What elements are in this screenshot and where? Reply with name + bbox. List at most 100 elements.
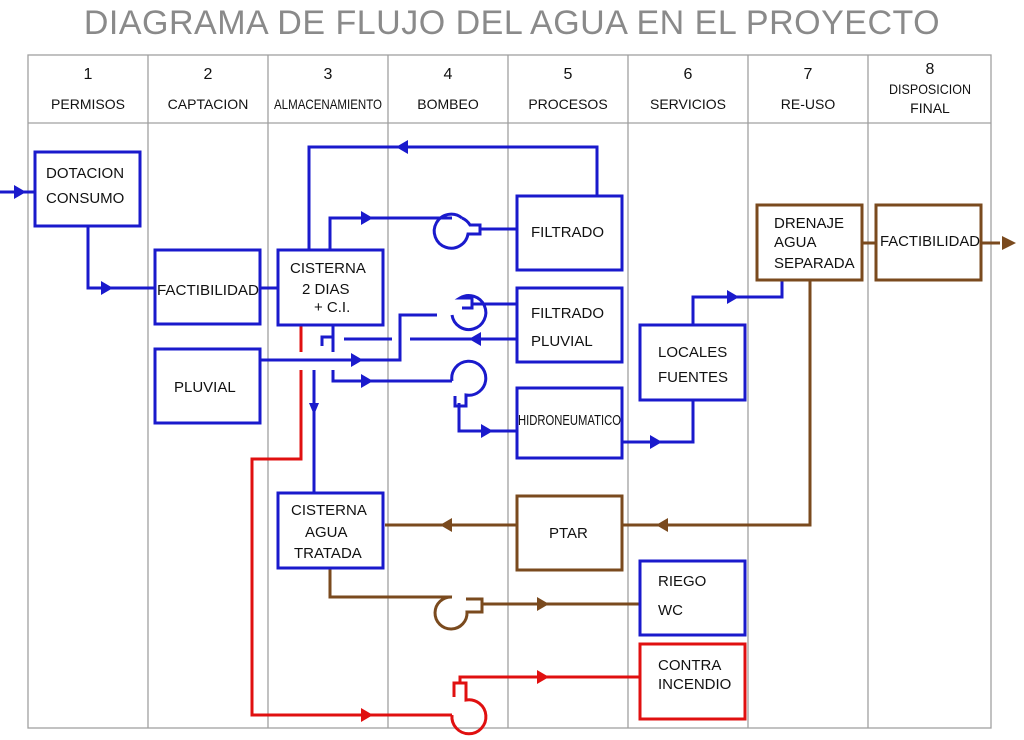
node-box-dotacion[interactable] xyxy=(33,150,142,228)
column-number: 3 xyxy=(324,66,333,83)
node-box-hidroneumatico[interactable] xyxy=(515,386,624,460)
column-number: 8 xyxy=(926,61,935,78)
node-box-riego[interactable] xyxy=(638,559,747,637)
pump-icon xyxy=(450,681,488,736)
column-name: CAPTACION xyxy=(168,96,249,112)
column-headers: 1 PERMISOS 2 CAPTACION 3 ALMACENAMIENTO … xyxy=(51,61,971,116)
arrow-icon xyxy=(14,185,26,199)
node-label: TRATADA xyxy=(294,545,362,562)
column-name: PROCESOS xyxy=(528,96,607,112)
flow-line-pump3-hidroneumatico xyxy=(457,403,517,433)
flow-line-locales-drenaje xyxy=(691,280,784,325)
arrow-icon xyxy=(1002,236,1016,250)
wastewater-arrows xyxy=(440,236,1016,611)
arrow-icon xyxy=(537,670,549,684)
water-arrows xyxy=(14,140,739,449)
node-box-contra-incendio[interactable] xyxy=(638,642,747,721)
flow-line-fire-cisterna-pump xyxy=(250,370,452,717)
arrow-icon xyxy=(440,518,452,532)
arrow-icon xyxy=(396,140,408,154)
column-name-line2: FINAL xyxy=(910,100,950,116)
fire-flow-lines xyxy=(250,325,640,736)
node-label: CONTRA xyxy=(658,657,721,674)
flow-line-drenaje-ptar xyxy=(622,280,812,527)
node-label: DOTACION xyxy=(46,165,124,182)
node-label: FACTIBILIDAD xyxy=(880,233,980,250)
node-box-filtrado-pluvial[interactable] xyxy=(515,286,624,364)
node-box-factibilidad-final[interactable] xyxy=(874,203,983,282)
column-name: RE-USO xyxy=(781,96,836,112)
column-number: 4 xyxy=(444,66,453,83)
pump-icon xyxy=(433,595,484,631)
flow-line-cisterna-pump1 xyxy=(328,216,452,250)
node-box-ptar[interactable] xyxy=(515,494,624,572)
box-labels: DOTACION CONSUMO FACTIBILIDAD PLUVIAL CI… xyxy=(46,165,980,693)
node-box-locales[interactable] xyxy=(638,323,747,402)
node-label: FILTRADO xyxy=(531,224,604,241)
fire-arrows xyxy=(361,670,549,722)
wastewater-flow-lines xyxy=(328,241,1000,631)
node-label: RIEGO xyxy=(658,573,706,590)
pump-icon xyxy=(450,294,488,332)
node-box-factibilidad-captacion[interactable] xyxy=(153,248,262,326)
pump-icon xyxy=(432,212,482,250)
flow-line-return-hook xyxy=(320,335,333,346)
column-name: BOMBEO xyxy=(417,96,479,112)
arrow-icon xyxy=(537,597,549,611)
flow-line-fire-pump-incendio xyxy=(458,675,640,683)
column-name: PERMISOS xyxy=(51,96,125,112)
arrow-icon xyxy=(101,281,113,295)
process-boxes xyxy=(33,150,983,721)
node-label: PLUVIAL xyxy=(531,333,593,350)
grid-frame xyxy=(27,54,992,729)
node-label: SEPARADA xyxy=(774,255,855,272)
flow-line-dotacion-factibilidad xyxy=(86,226,155,290)
flow-line-pluvial-pump2 xyxy=(260,313,437,362)
node-label: FACTIBILIDAD xyxy=(157,282,259,299)
node-label: CISTERNA xyxy=(291,502,367,519)
column-name: DISPOSICION xyxy=(889,81,971,97)
arrow-icon xyxy=(650,435,662,449)
node-label: AGUA xyxy=(305,524,348,541)
diagram-title: DIAGRAMA DE FLUJO DEL AGUA EN EL PROYECT… xyxy=(83,4,941,42)
node-label: DRENAJE xyxy=(774,215,844,232)
column-name: ALMACENAMIENTO xyxy=(274,96,382,112)
arrow-icon xyxy=(351,353,363,367)
node-box-cisterna[interactable] xyxy=(276,248,385,327)
node-label: FUENTES xyxy=(658,369,728,386)
arrow-icon xyxy=(361,374,373,388)
arrow-icon xyxy=(656,518,668,532)
node-box-drenaje[interactable] xyxy=(755,203,864,282)
node-label: CISTERNA xyxy=(290,260,366,277)
column-number: 7 xyxy=(804,66,813,83)
stage-grid xyxy=(27,54,992,729)
flow-line-tratada-pump xyxy=(328,568,452,599)
node-label: AGUA xyxy=(774,234,817,251)
node-box-pluvial[interactable] xyxy=(153,347,262,425)
node-label: INCENDIO xyxy=(658,676,731,693)
node-label: + C.I. xyxy=(314,299,350,316)
flow-line-filtrado-return xyxy=(307,145,599,250)
arrow-icon xyxy=(309,403,319,415)
node-label: WC xyxy=(658,602,683,619)
node-box-cisterna-tratada[interactable] xyxy=(276,491,385,570)
pump-icon xyxy=(450,359,488,408)
arrow-icon xyxy=(361,211,373,225)
arrow-icon xyxy=(469,332,481,346)
column-name: SERVICIOS xyxy=(650,96,726,112)
arrow-icon xyxy=(361,708,373,722)
node-label: 2 DIAS xyxy=(302,281,350,298)
node-box-filtrado[interactable] xyxy=(515,194,624,272)
node-label: PTAR xyxy=(549,525,588,542)
arrow-icon xyxy=(481,424,493,438)
flow-line-hidroneumatico-locales xyxy=(622,400,695,444)
node-label: PLUVIAL xyxy=(174,379,236,396)
column-number: 2 xyxy=(204,66,213,83)
column-number: 5 xyxy=(564,66,573,83)
node-label: HIDRONEUMATICO xyxy=(518,412,621,429)
node-label: CONSUMO xyxy=(46,190,124,207)
column-number: 6 xyxy=(684,66,693,83)
node-label: FILTRADO xyxy=(531,305,604,322)
node-label: LOCALES xyxy=(658,344,727,361)
